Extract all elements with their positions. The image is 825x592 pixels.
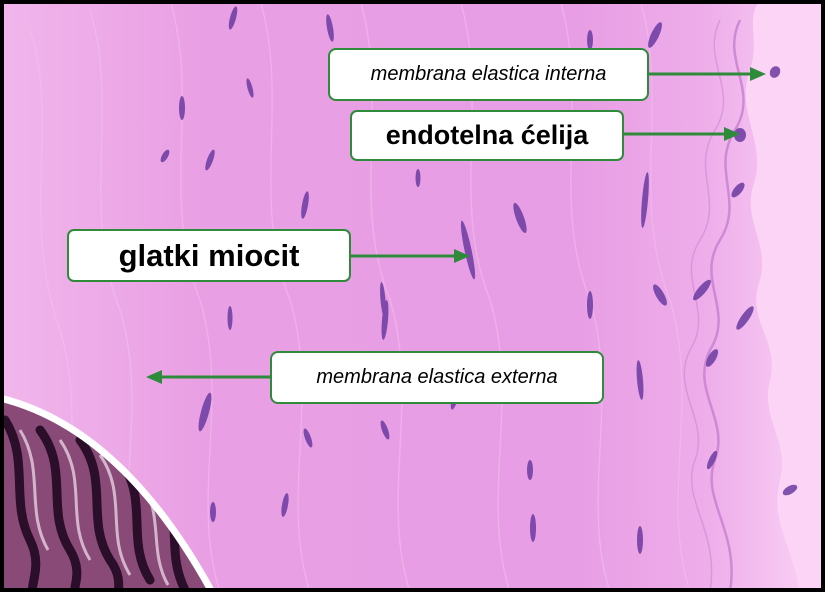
label-membrana-elastica-externa: membrana elastica externa: [270, 351, 604, 404]
label-membrana-elastica-interna: membrana elastica interna: [328, 48, 649, 101]
label-endotelna-celija: endotelna ćelija: [350, 110, 624, 161]
label-glatki-miocit: glatki miocit: [67, 229, 351, 282]
